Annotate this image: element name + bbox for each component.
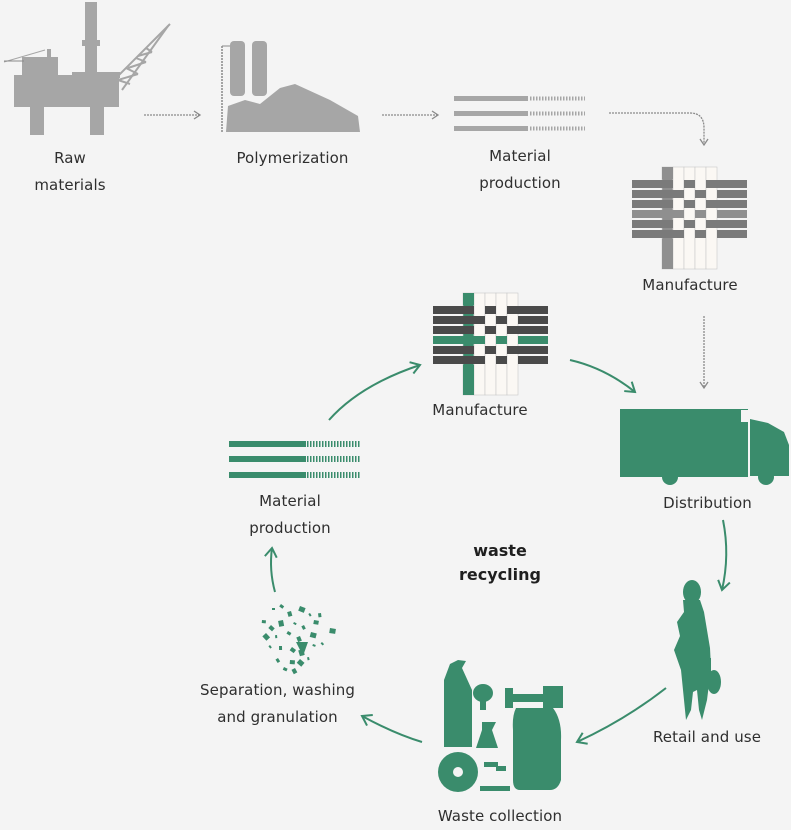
granule bbox=[272, 608, 275, 610]
granule bbox=[298, 606, 306, 613]
label-line: Manufacture bbox=[432, 401, 528, 419]
granule bbox=[279, 646, 283, 651]
label-line: Distribution bbox=[663, 494, 752, 512]
arrow-separation-to-material bbox=[264, 546, 278, 593]
granule bbox=[268, 645, 272, 649]
granules-icon bbox=[261, 603, 336, 675]
fiber-strands-icon bbox=[229, 441, 361, 478]
label-line: production bbox=[479, 174, 561, 192]
shopper-icon bbox=[674, 580, 721, 720]
granule bbox=[287, 611, 293, 617]
arrow-waste-to-separation bbox=[360, 714, 423, 743]
granule bbox=[282, 667, 288, 672]
granule bbox=[308, 612, 312, 617]
label-line: materials bbox=[34, 176, 106, 194]
woven-fabric-icon bbox=[632, 166, 747, 270]
label-manufacture-gray: Manufacture bbox=[630, 272, 750, 299]
arrow-distribution-to-retail bbox=[717, 519, 731, 592]
granule bbox=[293, 621, 297, 626]
label-line: Waste collection bbox=[437, 807, 563, 825]
label-line: Polymerization bbox=[236, 149, 349, 167]
granule bbox=[275, 635, 278, 639]
label-material-production-gray: Material production bbox=[465, 143, 575, 197]
granule bbox=[312, 643, 316, 647]
label-retail-and-use: Retail and use bbox=[632, 724, 782, 751]
granule bbox=[289, 646, 297, 654]
granule bbox=[329, 628, 336, 634]
granule bbox=[268, 625, 275, 632]
title-line: recycling bbox=[459, 565, 541, 584]
arrow-material-to-manufacture bbox=[609, 112, 709, 147]
granule bbox=[296, 642, 308, 656]
label-raw-materials: Raw materials bbox=[20, 145, 120, 199]
label-separation: Separation, washing and granulation bbox=[175, 677, 380, 731]
granule bbox=[278, 620, 285, 627]
label-line: Manufacture bbox=[642, 276, 738, 294]
label-manufacture-green: Manufacture bbox=[420, 397, 540, 424]
oil-rig-icon bbox=[3, 2, 171, 135]
label-line: Retail and use bbox=[652, 728, 762, 746]
granule bbox=[318, 613, 322, 618]
label-material-production-green: Material production bbox=[230, 488, 350, 542]
label-line: production bbox=[249, 519, 331, 537]
granule bbox=[291, 667, 298, 675]
granule bbox=[313, 620, 319, 625]
fiber-strands-icon bbox=[454, 96, 585, 131]
granule bbox=[296, 658, 305, 667]
label-distribution: Distribution bbox=[645, 490, 770, 517]
granule bbox=[320, 642, 325, 646]
arrow-retail-to-waste bbox=[575, 687, 667, 745]
title-line: waste bbox=[473, 541, 527, 560]
label-line: Raw bbox=[54, 149, 86, 167]
truck-icon bbox=[620, 409, 789, 485]
woven-fabric-icon bbox=[433, 292, 548, 396]
granule bbox=[301, 625, 306, 630]
plastic-waste-icon bbox=[438, 660, 563, 792]
center-title: waste recycling bbox=[440, 539, 560, 587]
granule bbox=[286, 631, 292, 636]
label-waste-collection: Waste collection bbox=[415, 803, 585, 830]
label-line: Material bbox=[489, 147, 551, 165]
granule bbox=[262, 633, 271, 641]
label-polymerization: Polymerization bbox=[220, 145, 365, 172]
granule bbox=[307, 657, 310, 661]
label-line: Separation, washing bbox=[200, 681, 355, 699]
label-line: Material bbox=[259, 492, 321, 510]
granule bbox=[279, 603, 285, 609]
silo-pile-icon bbox=[221, 41, 360, 132]
granule bbox=[296, 636, 302, 643]
arrow-manufacture-to-distribution-green bbox=[569, 359, 637, 394]
arrow-material-to-manufacture-green bbox=[328, 361, 422, 421]
label-line: and granulation bbox=[217, 708, 338, 726]
granule bbox=[309, 632, 317, 639]
granule bbox=[261, 620, 266, 624]
granule bbox=[289, 660, 295, 665]
granule bbox=[275, 658, 281, 663]
